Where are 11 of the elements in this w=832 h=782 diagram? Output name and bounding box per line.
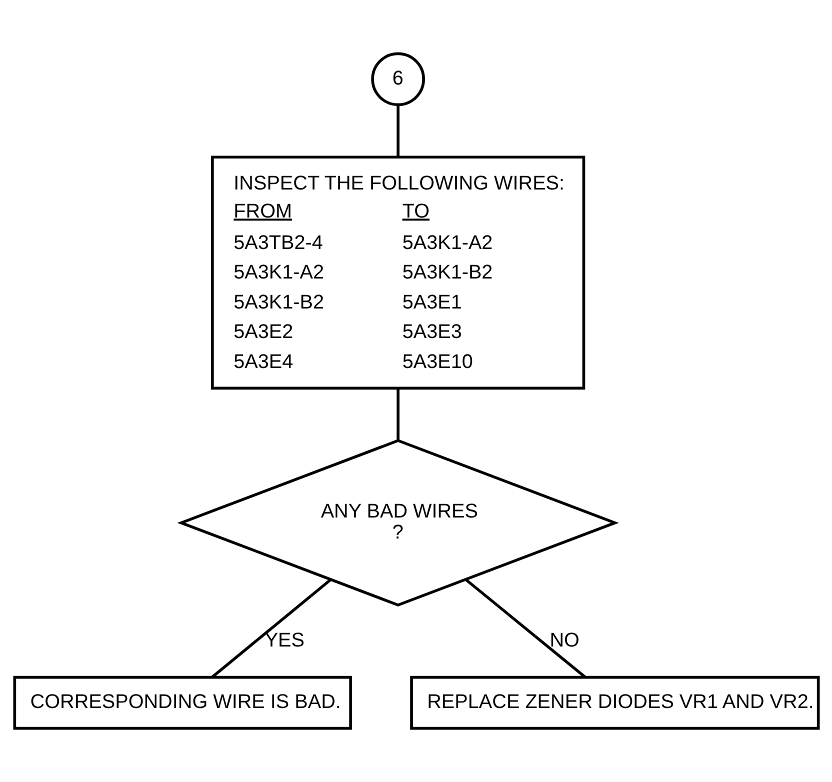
connector [396, 104, 399, 158]
node-box: CORRESPONDING WIRE IS BAD. [12, 676, 352, 730]
node-box: REPLACE ZENER DIODES VR1 AND VR2. [410, 676, 820, 730]
connector [396, 388, 399, 440]
node-circle: 6 [370, 52, 424, 106]
edge-label: NO [549, 629, 579, 652]
edge-label: YES [264, 629, 304, 652]
connector [464, 578, 586, 678]
connector [210, 578, 331, 678]
node-box: INSPECT THE FOLLOWING WIRES: FROM TO 5A3TB2-4 5A3K1-A2 5A3K1-A2 5A3K1-B2 5A3K1-B2 5A3E1 5A3E2 5A3E3 5A3E4 5A3E10 [210, 156, 585, 390]
node-diamond: ANY BAD WIRES ? [176, 439, 618, 607]
